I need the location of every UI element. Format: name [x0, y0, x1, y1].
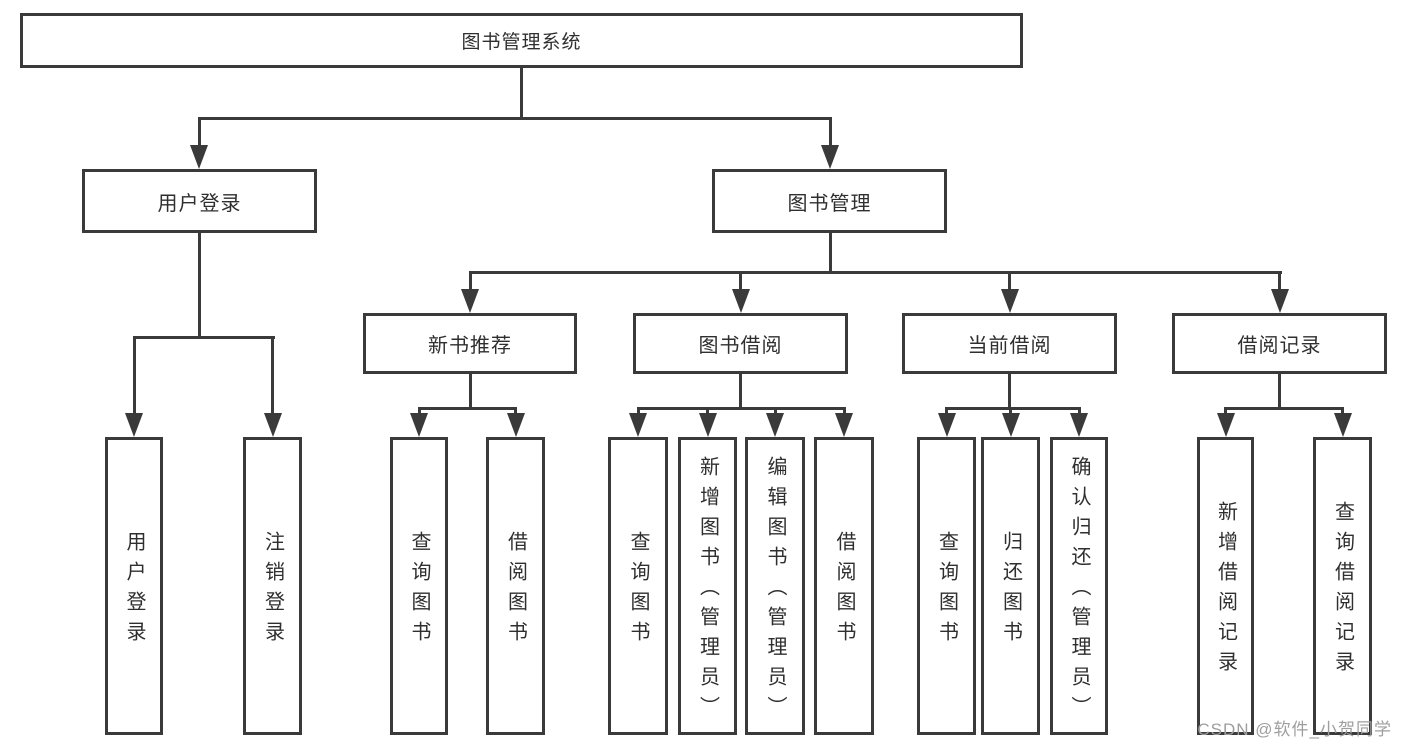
connector-drop	[1341, 408, 1344, 417]
arrowhead-icon	[629, 413, 647, 437]
node-book-management: 图书管理	[712, 169, 947, 233]
connector-borrowing-records-stem	[1278, 374, 1281, 408]
leaf-label: 查询借阅记录	[1331, 501, 1354, 681]
leaf-label: 注销登录	[261, 531, 284, 651]
leaf-query-books-borrowing: 查询图书	[608, 437, 668, 735]
leaf-user-login: 用户登录	[105, 437, 163, 735]
arrowhead-icon	[766, 413, 784, 437]
connector-drop-book-management	[828, 118, 832, 148]
connector-drop	[842, 408, 846, 417]
node-library-management-system: 图书管理系统	[20, 13, 1023, 68]
connector-current-borrowing-stem	[1008, 374, 1011, 408]
leaf-add-books-admin: 新增图书（管理员）	[678, 437, 737, 735]
arrowhead-icon	[835, 413, 853, 437]
leaf-query-books-recommend: 查询图书	[390, 437, 448, 735]
connector-borrowing-records-splitter	[1224, 406, 1344, 410]
leaf-label: 新增图书（管理员）	[696, 456, 719, 726]
leaf-query-books-current: 查询图书	[917, 437, 976, 735]
arrowhead-icon	[1000, 289, 1019, 313]
node-label: 借阅记录	[1237, 335, 1322, 357]
leaf-logout: 注销登录	[243, 437, 302, 735]
connector-user-login-splitter	[132, 335, 275, 339]
connector-drop	[1009, 408, 1012, 417]
connector-drop-borrowing-records	[1278, 272, 1281, 292]
connector-book-borrowing-splitter	[636, 406, 846, 410]
node-user-login: 用户登录	[82, 169, 317, 233]
leaf-confirm-return-admin: 确认归还（管理员）	[1050, 437, 1108, 735]
node-current-borrowing: 当前借阅	[902, 313, 1117, 374]
leaf-query-borrow-record: 查询借阅记录	[1313, 437, 1372, 735]
node-label: 当前借阅	[967, 335, 1052, 357]
leaf-label: 查询图书	[408, 531, 430, 651]
node-label: 图书借阅	[698, 335, 783, 357]
node-book-borrowing: 图书借阅	[633, 313, 848, 374]
node-label: 图书管理	[787, 192, 872, 215]
csdn-watermark: CSDN @软件_小贺同学	[1197, 720, 1392, 739]
connector-level2-splitter	[197, 116, 832, 120]
connector-drop	[706, 408, 709, 417]
connector-drop-user-login	[197, 118, 201, 148]
connector-book-borrowing-stem	[739, 374, 742, 408]
arrowhead-icon	[1216, 413, 1235, 437]
connector-drop	[514, 408, 517, 417]
connector-drop-new-book	[468, 272, 472, 292]
leaf-return-books: 归还图书	[981, 437, 1040, 735]
arrowhead-icon	[821, 145, 839, 169]
arrowhead-icon	[190, 145, 208, 169]
connector-book-management-stem	[828, 233, 832, 272]
connector-drop	[773, 408, 777, 417]
node-new-book-recommendation: 新书推荐	[363, 313, 577, 374]
arrowhead-icon	[410, 413, 428, 437]
leaf-add-borrow-record: 新增借阅记录	[1197, 437, 1254, 735]
arrowhead-icon	[263, 413, 282, 437]
leaf-label: 新增借阅记录	[1214, 501, 1237, 681]
arrowhead-icon	[1270, 289, 1289, 313]
node-label: 图书管理系统	[461, 32, 582, 53]
leaf-label: 归还图书	[999, 531, 1022, 651]
leaf-label: 编辑图书（管理员）	[764, 456, 786, 726]
leaf-label: 查询图书	[935, 531, 958, 651]
arrowhead-icon	[698, 413, 717, 437]
connector-new-book-splitter	[417, 406, 517, 410]
connector-drop-leaf-user-login	[132, 337, 136, 417]
arrowhead-icon	[125, 413, 143, 437]
arrowhead-icon	[506, 413, 525, 437]
leaf-label: 借阅图书	[833, 531, 855, 651]
node-label: 新书推荐	[428, 335, 512, 357]
connector-drop-leaf-logout	[271, 337, 274, 417]
connector-new-book-stem	[468, 374, 472, 408]
connector-current-borrowing-splitter	[945, 406, 1081, 410]
connector-drop	[945, 408, 948, 417]
connector-level3-splitter	[468, 270, 1282, 274]
leaf-borrow-books-recommend: 借阅图书	[486, 437, 545, 735]
arrowhead-icon	[731, 289, 750, 313]
node-label: 用户登录	[157, 192, 242, 215]
connector-drop	[417, 408, 421, 417]
arrowhead-icon	[1070, 413, 1088, 437]
connector-root-trunk	[519, 68, 523, 118]
node-borrowing-records: 借阅记录	[1172, 313, 1387, 374]
leaf-borrow-books: 借阅图书	[814, 437, 874, 735]
leaf-label: 确认归还（管理员）	[1068, 456, 1090, 726]
leaf-label: 用户登录	[123, 531, 145, 651]
connector-drop	[636, 408, 640, 417]
leaf-edit-books-admin: 编辑图书（管理员）	[745, 437, 805, 735]
arrowhead-icon	[1333, 413, 1352, 437]
arrowhead-icon	[1001, 413, 1020, 437]
connector-drop-current-borrowing	[1008, 272, 1011, 292]
leaf-label: 查询图书	[627, 531, 649, 651]
connector-drop	[1077, 408, 1081, 417]
connector-drop-book-borrowing	[739, 272, 742, 292]
arrowhead-icon	[461, 289, 479, 313]
connector-drop	[1224, 408, 1227, 417]
arrowhead-icon	[937, 413, 956, 437]
leaf-label: 借阅图书	[504, 531, 527, 651]
connector-user-login-stem	[197, 233, 201, 337]
